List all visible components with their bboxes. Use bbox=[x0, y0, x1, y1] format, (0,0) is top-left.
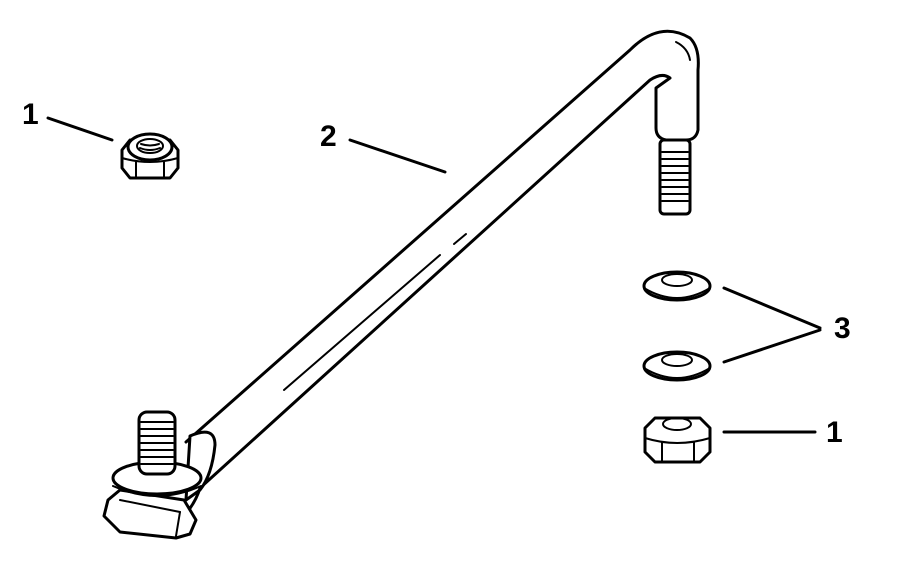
leader-line-2 bbox=[348, 138, 447, 174]
callout-2: 2 bbox=[320, 120, 337, 153]
callout-1-bottom: 1 bbox=[826, 416, 843, 449]
leader-line-1-top bbox=[46, 116, 114, 142]
leader-line-3a bbox=[722, 286, 822, 330]
washer-lower bbox=[642, 350, 712, 382]
callout-1-top: 1 bbox=[22, 98, 39, 131]
leader-line-3b bbox=[722, 328, 822, 364]
washer-upper bbox=[642, 270, 712, 302]
callout-3: 3 bbox=[834, 312, 851, 345]
rod-end-fastener bbox=[102, 410, 203, 540]
link-rod bbox=[178, 29, 700, 522]
locknut-bottom-right bbox=[643, 416, 712, 464]
locknut-top-left bbox=[120, 132, 180, 180]
